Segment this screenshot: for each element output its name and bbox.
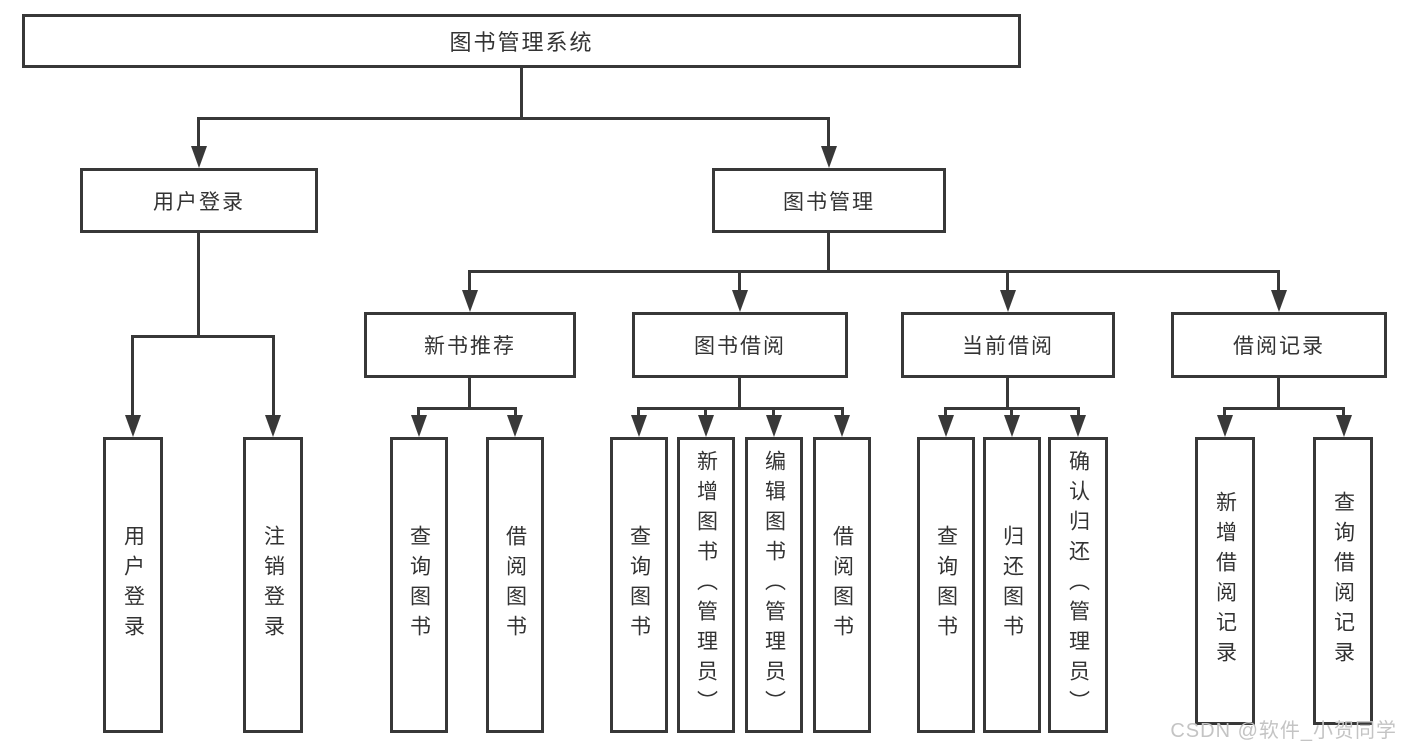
connector-line xyxy=(1006,378,1009,410)
leaf-confirm-return-admin: 确认归还（管理员） xyxy=(1048,437,1108,733)
connector-line xyxy=(637,407,844,410)
connector-line xyxy=(197,117,200,149)
arrow-down-icon xyxy=(698,415,714,437)
arrow-down-icon xyxy=(191,146,207,168)
arrow-down-icon xyxy=(125,415,141,437)
connector-line xyxy=(1077,407,1080,417)
connector-line xyxy=(197,233,200,338)
leaf-borrow-books: 借阅图书 xyxy=(813,437,871,733)
connector-line xyxy=(272,335,275,417)
node-label: 新增图书（管理员） xyxy=(694,450,718,720)
connector-line xyxy=(738,270,741,292)
node-root-library-system: 图书管理系统 xyxy=(22,14,1021,68)
arrow-down-icon xyxy=(411,415,427,437)
connector-line xyxy=(738,378,741,410)
node-book-management-branch: 图书管理 xyxy=(712,168,946,233)
connector-line xyxy=(1010,407,1013,417)
leaf-user-login: 用户登录 xyxy=(103,437,163,733)
connector-line xyxy=(131,335,275,338)
connector-line xyxy=(1342,407,1345,417)
arrow-down-icon xyxy=(1217,415,1233,437)
connector-line xyxy=(1277,378,1280,410)
connector-line xyxy=(944,407,947,417)
node-label: 借阅图书 xyxy=(830,525,854,645)
connector-line xyxy=(131,335,134,417)
connector-line xyxy=(520,68,523,120)
connector-line xyxy=(827,233,830,273)
leaf-edit-books-admin: 编辑图书（管理员） xyxy=(745,437,803,733)
node-label: 用户登录 xyxy=(153,190,245,214)
leaf-query-books-borrow: 查询图书 xyxy=(610,437,668,733)
node-current-borrow: 当前借阅 xyxy=(901,312,1115,378)
arrow-down-icon xyxy=(766,415,782,437)
connector-line xyxy=(468,378,471,410)
connector-line xyxy=(772,407,775,417)
node-label: 查询图书 xyxy=(407,525,431,645)
node-label: 借阅记录 xyxy=(1233,335,1325,358)
leaf-logout: 注销登录 xyxy=(243,437,303,733)
node-label: 查询图书 xyxy=(627,525,651,645)
arrow-down-icon xyxy=(821,146,837,168)
node-label: 新增借阅记录 xyxy=(1213,491,1237,671)
node-label: 归还图书 xyxy=(1000,525,1024,645)
connector-line xyxy=(1277,270,1280,292)
node-label: 图书借阅 xyxy=(694,335,786,358)
connector-line xyxy=(197,117,830,120)
leaf-query-books-recommend: 查询图书 xyxy=(390,437,448,733)
node-borrow-records: 借阅记录 xyxy=(1171,312,1387,378)
connector-line xyxy=(468,270,1280,273)
node-label: 编辑图书（管理员） xyxy=(762,450,786,720)
connector-line xyxy=(1006,270,1009,292)
node-book-borrow: 图书借阅 xyxy=(632,312,848,378)
node-label: 查询借阅记录 xyxy=(1331,491,1355,671)
node-label: 确认归还（管理员） xyxy=(1066,450,1090,720)
connector-line xyxy=(468,270,471,292)
node-label: 查询图书 xyxy=(934,525,958,645)
arrow-down-icon xyxy=(1004,415,1020,437)
connector-line xyxy=(841,407,844,417)
arrow-down-icon xyxy=(631,415,647,437)
arrow-down-icon xyxy=(1336,415,1352,437)
arrow-down-icon xyxy=(1271,290,1287,312)
leaf-return-books: 归还图书 xyxy=(983,437,1041,733)
node-label: 当前借阅 xyxy=(962,335,1054,358)
arrow-down-icon xyxy=(732,290,748,312)
node-label: 借阅图书 xyxy=(503,525,527,645)
connector-line xyxy=(637,407,640,417)
node-new-book-recommend: 新书推荐 xyxy=(364,312,576,378)
connector-line xyxy=(704,407,707,417)
leaf-borrow-books-recommend: 借阅图书 xyxy=(486,437,544,733)
connector-line xyxy=(417,407,517,410)
arrow-down-icon xyxy=(1070,415,1086,437)
node-label: 注销登录 xyxy=(261,525,285,645)
node-label: 新书推荐 xyxy=(424,335,516,358)
leaf-query-books-current: 查询图书 xyxy=(917,437,975,733)
arrow-down-icon xyxy=(265,415,281,437)
arrow-down-icon xyxy=(462,290,478,312)
node-label: 图书管理 xyxy=(783,190,875,214)
leaf-add-borrow-record: 新增借阅记录 xyxy=(1195,437,1255,725)
csdn-watermark: CSDN @软件_小贺同学 xyxy=(1170,720,1397,742)
leaf-add-books-admin: 新增图书（管理员） xyxy=(677,437,735,733)
node-user-login-branch: 用户登录 xyxy=(80,168,318,233)
leaf-query-borrow-record: 查询借阅记录 xyxy=(1313,437,1373,725)
connector-line xyxy=(514,407,517,417)
arrow-down-icon xyxy=(507,415,523,437)
node-label: 图书管理系统 xyxy=(449,30,594,55)
connector-line xyxy=(1223,407,1226,417)
node-label: 用户登录 xyxy=(121,525,145,645)
arrow-down-icon xyxy=(1000,290,1016,312)
arrow-down-icon xyxy=(938,415,954,437)
arrow-down-icon xyxy=(834,415,850,437)
connector-line xyxy=(827,117,830,149)
connector-line xyxy=(417,407,420,417)
connector-line xyxy=(1223,407,1345,410)
